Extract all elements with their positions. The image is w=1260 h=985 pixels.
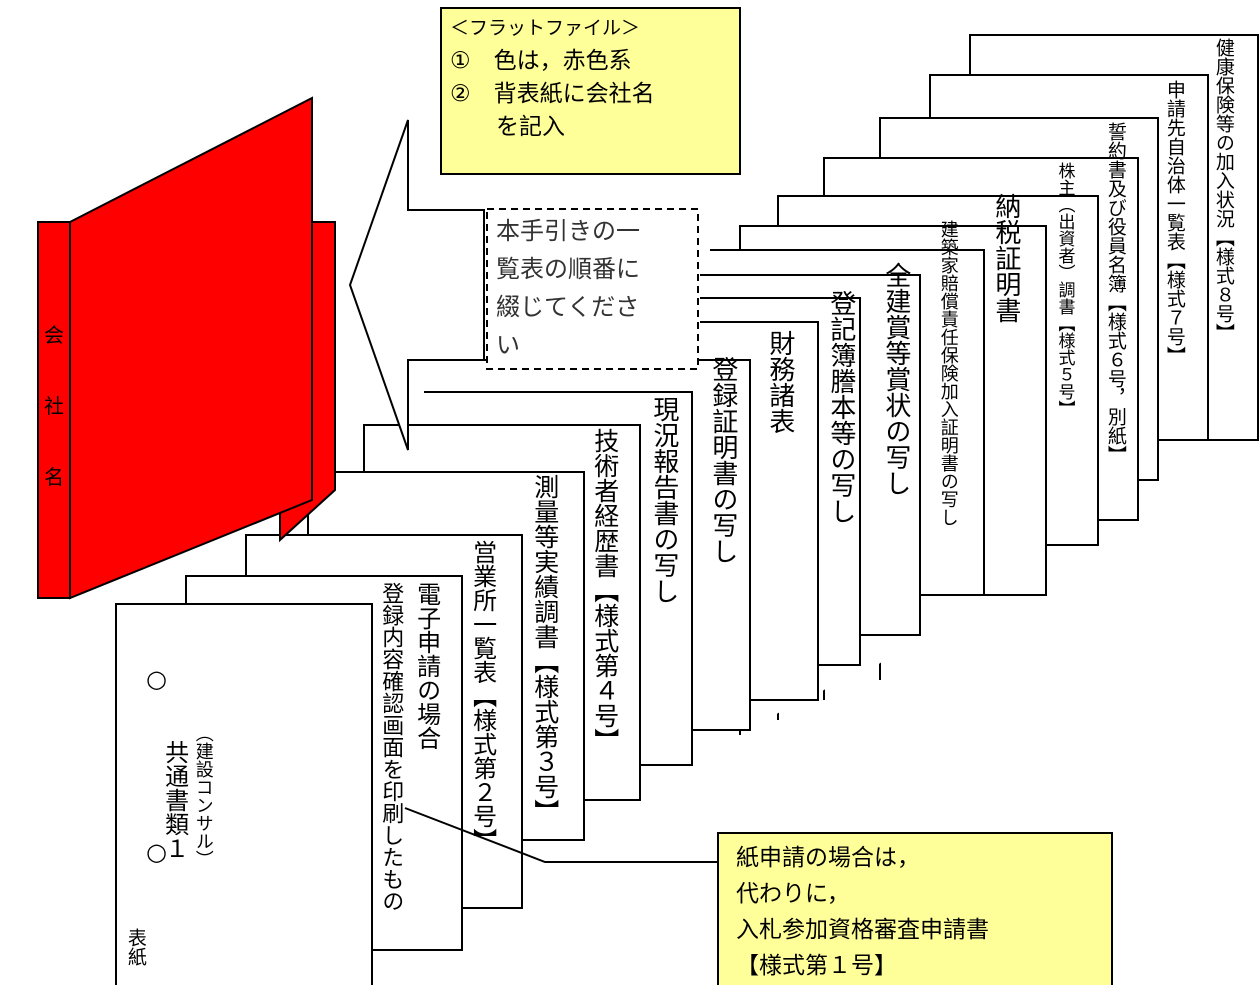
instruction-box: [486, 208, 699, 370]
instruction-text: 本手引きの一 覧表の順番に 綴じてくださ い: [496, 212, 696, 364]
cover-mark-bottom: ○: [146, 838, 167, 866]
sheet-label-10: 建築家賠償責任保険加入証明書の写し: [937, 220, 959, 526]
sheet-label-12: 株主（出資者）調書【様式５号】: [1054, 162, 1075, 417]
cover-outline: [115, 603, 373, 985]
sheet-label-7: 財務諸表: [764, 330, 795, 434]
sheet-label-1a: 電子申請の場合: [412, 582, 441, 750]
sheet-label-8: 登記簿謄本等の写し: [825, 290, 856, 524]
arrow-shape: [348, 119, 485, 451]
sheet-label-14: 申請先自治体一覧表【様式７号】: [1163, 80, 1186, 365]
instruction-line2: 覧表の順番に: [496, 255, 640, 283]
flat-file-note: ＜フラットファイル＞ ① 色は，赤色系 ② 背表紙に会社名 を記入: [450, 12, 735, 144]
flat-file-note-title: ＜フラットファイル＞: [450, 17, 641, 39]
instruction-line3: 綴じてくださ: [496, 293, 640, 321]
flat-file-note-line2: ② 背表紙に会社名: [450, 81, 655, 107]
paper-note-line2: 代わりに，: [736, 881, 850, 907]
flat-file-note-line1: ① 色は，赤色系: [450, 48, 632, 74]
instruction-line1: 本手引きの一: [496, 217, 640, 245]
sheet-label-6: 登録証明書の写し: [707, 356, 738, 564]
spine-char-2: 社: [44, 394, 64, 418]
binder-front-panel: [69, 96, 313, 600]
flat-file-note-box: [440, 7, 741, 175]
sheet-label-11: 納税証明書: [990, 193, 1021, 323]
instruction-line4: い: [496, 331, 520, 359]
binder-spine-label: 会 社 名: [38, 300, 70, 513]
connector-line: [404, 807, 718, 863]
sheet-label-15: 健康保険等の加入状況【様式８号】: [1212, 38, 1235, 342]
paper-note-line3: 入札参加資格審査申請書: [736, 917, 989, 943]
sheet-label-4: 技術者経歴書【様式第４号】: [590, 428, 620, 753]
sheet-label-3: 測量等実績調書【様式第３号】: [530, 474, 560, 824]
sheet-label-13: 誓約書及び役員名簿【様式６号，別紙】: [1104, 122, 1127, 464]
sheet-label-9: 全建賞等賞状の写し: [880, 262, 911, 496]
paper-note: 紙申請の場合は， 代わりに， 入札参加資格審査申請書 【様式第１号】: [736, 840, 1106, 984]
sheet-label-2: 営業所一覧表【様式第２号】: [468, 540, 497, 852]
sheet-label-5: 現況報告書の写し: [648, 396, 679, 604]
cover-mark-top: ○: [146, 665, 167, 693]
binder-spine: [37, 221, 71, 599]
cover-label: 表紙: [124, 928, 147, 966]
cover-subtitle: （建設コンサル）: [192, 724, 214, 868]
paper-note-line1: 紙申請の場合は，: [736, 845, 920, 871]
flat-file-note-line3: を記入: [450, 114, 565, 140]
spine-char-1: 会: [44, 323, 64, 347]
paper-note-box: [717, 832, 1113, 985]
cover-title: 共通書類１: [160, 740, 189, 860]
sheet-label-1b: 登録内容確認画面を印刷したもの: [378, 582, 404, 912]
spine-char-3: 名: [44, 465, 64, 489]
paper-note-line4: 【様式第１号】: [736, 953, 897, 979]
